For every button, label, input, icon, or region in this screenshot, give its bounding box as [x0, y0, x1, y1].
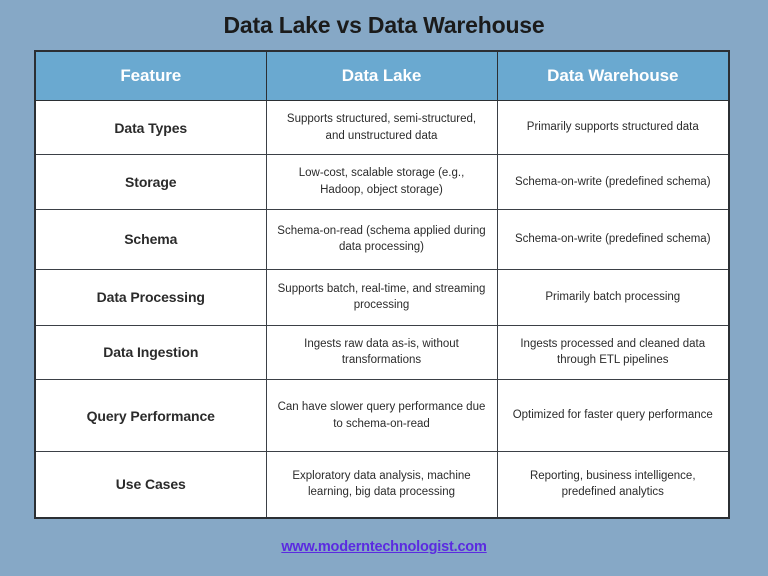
table-header: Feature Data Lake Data Warehouse: [34, 50, 730, 101]
data-lake-value: Supports batch, real-time, and streaming…: [265, 268, 498, 326]
table-row: Storage Low-cost, scalable storage (e.g.…: [34, 154, 730, 210]
footer-website-link[interactable]: www.moderntechnologist.com: [281, 539, 487, 555]
column-header-feature: Feature: [34, 50, 267, 101]
column-header-data-warehouse: Data Warehouse: [496, 50, 730, 101]
feature-label: Use Cases: [34, 451, 267, 519]
data-warehouse-value: Schema-on-write (predefined schema): [496, 208, 730, 270]
table-row: Data Types Supports structured, semi-str…: [34, 99, 730, 156]
data-warehouse-value: Primarily supports structured data: [496, 99, 730, 156]
table-row: Use Cases Exploratory data analysis, mac…: [34, 451, 730, 519]
data-lake-value: Ingests raw data as-is, without transfor…: [265, 324, 498, 381]
data-lake-value: Low-cost, scalable storage (e.g., Hadoop…: [265, 154, 498, 210]
table-row: Schema Schema-on-read (schema applied du…: [34, 208, 730, 270]
data-warehouse-value: Ingests processed and cleaned data throu…: [496, 324, 730, 381]
table-row: Query Performance Can have slower query …: [34, 379, 730, 453]
page-title: Data Lake vs Data Warehouse: [223, 12, 545, 38]
feature-label: Data Types: [34, 99, 267, 156]
data-lake-value: Can have slower query performance due to…: [265, 379, 498, 453]
feature-label: Schema: [34, 208, 267, 270]
column-header-data-lake: Data Lake: [265, 50, 498, 101]
feature-label: Data Ingestion: [34, 324, 267, 381]
comparison-table-container: Feature Data Lake Data Warehouse Data Ty…: [34, 50, 730, 519]
feature-label: Data Processing: [34, 268, 267, 326]
comparison-table: Feature Data Lake Data Warehouse Data Ty…: [34, 50, 730, 519]
data-lake-value: Exploratory data analysis, machine learn…: [265, 451, 498, 519]
data-warehouse-value: Optimized for faster query performance: [496, 379, 730, 453]
data-warehouse-value: Reporting, business intelligence, predef…: [496, 451, 730, 519]
data-warehouse-value: Primarily batch processing: [496, 268, 730, 326]
data-lake-value: Supports structured, semi-structured, an…: [265, 99, 498, 156]
feature-label: Query Performance: [34, 379, 267, 453]
table-header-row: Feature Data Lake Data Warehouse: [34, 50, 730, 101]
table-body: Data Types Supports structured, semi-str…: [34, 99, 730, 519]
data-lake-value: Schema-on-read (schema applied during da…: [265, 208, 498, 270]
table-row: Data Processing Supports batch, real-tim…: [34, 268, 730, 326]
table-row: Data Ingestion Ingests raw data as-is, w…: [34, 324, 730, 381]
data-warehouse-value: Schema-on-write (predefined schema): [496, 154, 730, 210]
footer: www.moderntechnologist.com: [0, 538, 768, 556]
feature-label: Storage: [34, 154, 267, 210]
